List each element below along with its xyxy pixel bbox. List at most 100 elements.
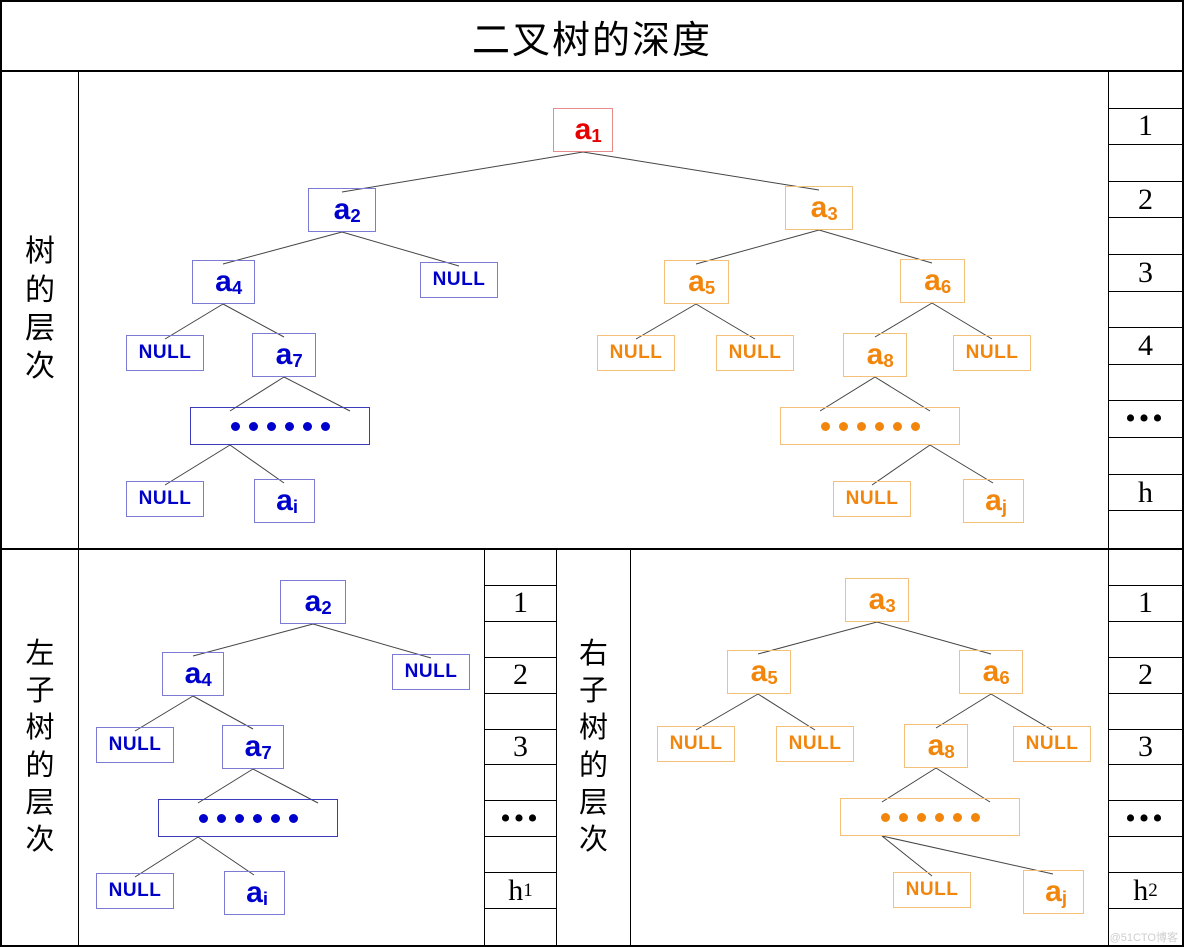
ellipsis-dot [234,813,244,823]
ellipsis-dot [230,421,240,431]
tree-node-ellipsis[interactable] [840,798,1020,836]
label-tree-levels: 树 的 层 次 [2,72,78,548]
ellipsis-dot [216,813,226,823]
tree-node-null[interactable]: NULL [716,335,794,371]
ellipsis-dot [892,421,902,431]
node-subscript: 3 [885,595,896,616]
tree-node-null[interactable]: NULL [392,654,470,690]
label-char: 层 [578,786,608,819]
node-subscript: 2 [350,205,361,226]
level-cell: 2 [485,658,556,694]
ellipsis-dot [252,813,262,823]
node-subscript: 2 [321,597,332,618]
level-cell-blank [1109,438,1182,475]
label-char: 树 [578,712,608,745]
label-char: 子 [25,675,55,708]
node-subscript: i [292,496,299,517]
tree-node-null[interactable]: NULL [126,481,204,517]
level-cell-blank [1109,622,1182,658]
level-cell-blank [1109,550,1182,586]
node-subscript: 6 [999,667,1010,688]
tree-node-ellipsis[interactable] [158,799,338,837]
tree-node-null[interactable]: NULL [657,726,735,762]
level-cell-blank [485,909,556,945]
level-cell: h [1109,475,1182,512]
label-right-subtree-levels: 右 子 树 的 层 次 [557,550,630,945]
bottom-right-label-divider [630,550,631,945]
label-char: 的 [578,749,608,782]
tree-node-null[interactable]: NULL [1013,726,1091,762]
ellipsis-dot [856,421,866,431]
ellipsis-dots: ••• [1125,801,1166,835]
node-subscript: 8 [944,741,955,762]
tree-node-ellipsis[interactable] [190,407,370,445]
level-cell-blank [1109,145,1182,182]
top-right-col-divider [1108,72,1109,548]
ellipsis-dot [880,812,890,822]
label-char: 子 [578,675,608,708]
ellipsis-dot [266,421,276,431]
tree-node-null[interactable]: NULL [597,335,675,371]
level-cell-blank [485,694,556,730]
node-subscript: 3 [827,203,838,224]
bottom-mid-col-left-divider [484,550,485,945]
node-subscript: 5 [767,667,778,688]
ellipsis-dot [198,813,208,823]
tree-node-null[interactable]: NULL [893,872,971,908]
tree-node-null[interactable]: NULL [96,873,174,909]
tree-node-null[interactable]: NULL [420,262,498,298]
ellipsis-dot [898,812,908,822]
tree-node-null[interactable]: NULL [126,335,204,371]
tree-node-ellipsis[interactable] [780,407,960,445]
tree-node-null[interactable]: NULL [96,727,174,763]
bottom-mid-col-right-divider [556,550,557,945]
tree-node-null[interactable]: NULL [776,726,854,762]
ellipsis-dot [284,421,294,431]
level-cell-blank [485,550,556,586]
level-cell-blank [1109,511,1182,548]
ellipsis-dot [838,421,848,431]
level-subscript: 1 [523,879,533,901]
title-divider [2,70,1182,72]
level-letter: h [1133,873,1149,907]
level-cell-blank [1109,694,1182,730]
level-cell-blank [1109,292,1182,329]
ellipsis-dot [820,421,830,431]
ellipsis-dot [302,421,312,431]
level-cell-blank [485,765,556,802]
tree-node-null[interactable]: NULL [833,481,911,517]
tree-node-null[interactable]: NULL [953,335,1031,371]
